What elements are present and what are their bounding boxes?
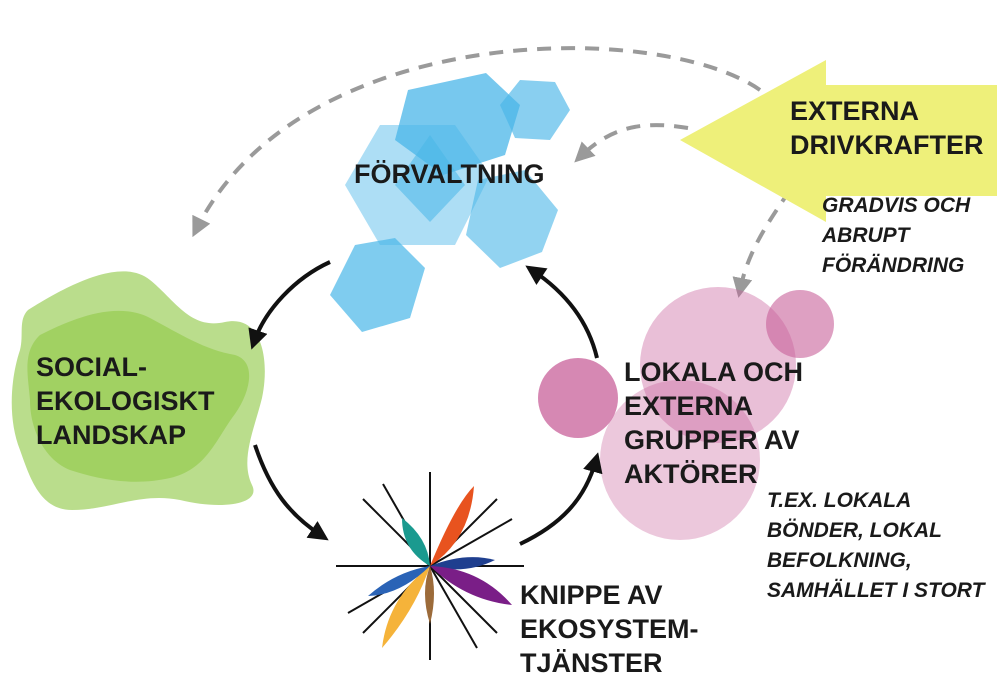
ekosystemtjanster-line-1: KNIPPE AV [520, 580, 663, 610]
externa-drivkrafter-note-line-2: ABRUPT [821, 224, 912, 247]
arrow-landskap-to-ekosystemtjanster [253, 444, 329, 541]
landskap-node: SOCIAL- EKOLOGISKT LANDSKAP [11, 271, 265, 510]
svg-text:KNIPPE AV EKOSYSTEM-: KNIPPE AV EKOSYSTEM- TJÄNSTER [520, 580, 706, 678]
aktorer-node: LOKALA OCH EXTERNA GRUPPER AV AKTÖRER T.… [538, 287, 987, 602]
ekosystemtjanster-node: KNIPPE AV EKOSYSTEM- TJÄNSTER [336, 472, 706, 678]
ekosystemtjanster-line-2: EKOSYSTEM- [520, 614, 699, 644]
landskap-line-1: SOCIAL- [36, 352, 147, 382]
hexagon-cluster-icon [330, 73, 570, 332]
externa-drivkrafter-note-line-1: GRADVIS OCH [822, 194, 971, 217]
left-pointing-arrow-icon [680, 60, 997, 222]
externa-drivkrafter-line-2: DRIVKRAFTER [790, 130, 984, 160]
cycle-arrows [248, 260, 603, 546]
aktorer-line-3: GRUPPER AV [624, 425, 800, 455]
aktorer-line-2: EXTERNA [624, 391, 753, 421]
dashed-arrow-to-landskap [192, 46, 762, 238]
landskap-line-3: LANDSKAP [36, 420, 186, 450]
dashed-arrow-to-forvaltning [574, 123, 689, 163]
externa-drivkrafter-note-line-3: FÖRÄNDRING [822, 254, 964, 277]
ekosystemtjanster-line-3: TJÄNSTER [520, 648, 663, 678]
externa-drivkrafter-arrow: EXTERNA DRIVKRAFTER GRADVIS OCH ABRUPT F… [680, 60, 997, 277]
landskap-line-2: EKOLOGISKT [36, 386, 215, 416]
forvaltning-node: FÖRVALTNING [330, 73, 570, 332]
svg-text:T.EX. LOKALA BÖNDER, LOK: T.EX. LOKALA BÖNDER, LOKAL BEFOLKNING, S… [767, 489, 987, 602]
svg-text:EXTERNA DRIVKRAFTER: EXTERNA DRIVKRAFTER [790, 96, 984, 160]
svg-text:LOKALA OCH EXTERNA: LOKALA OCH EXTERNA GRUPPER AV AKTÖRER [624, 357, 811, 489]
aktorer-note-line-3: BEFOLKNING, [767, 549, 912, 572]
svg-text:GRADVIS OCH ABRUPT: GRADVIS OCH ABRUPT FÖRÄNDRING [821, 194, 976, 277]
aktorer-note-line-1: T.EX. LOKALA [767, 489, 911, 512]
arrow-ekosystemtjanster-to-aktorer [519, 452, 603, 546]
dashed-arrow-to-aktorer [732, 188, 792, 298]
petal-flower-icon [336, 472, 524, 660]
arrow-forvaltning-to-landskap [248, 260, 331, 350]
externa-drivkrafter-line-1: EXTERNA [790, 96, 919, 126]
aktorer-line-1: LOKALA OCH [624, 357, 803, 387]
external-influence-arrows [192, 46, 792, 298]
circle-cluster-icon [538, 287, 834, 540]
arrow-aktorer-to-forvaltning [525, 265, 599, 359]
aktorer-line-4: AKTÖRER [624, 459, 758, 489]
svg-text:SOCIAL- EKOLOGISKT: SOCIAL- EKOLOGISKT LANDSKAP [36, 352, 222, 450]
aktorer-note-line-4: SAMHÄLLET I STORT [767, 579, 987, 602]
aktorer-note-line-2: BÖNDER, LOKAL [767, 519, 942, 542]
forvaltning-label: FÖRVALTNING [354, 159, 545, 189]
